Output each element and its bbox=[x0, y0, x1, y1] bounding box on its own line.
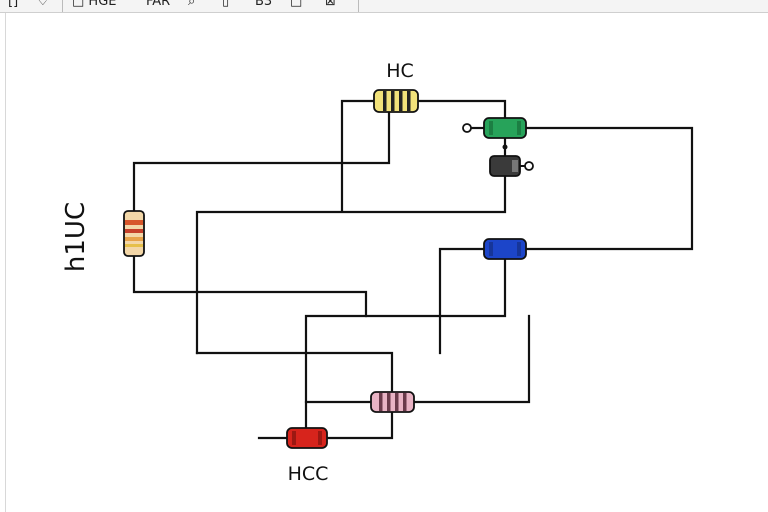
capacitor-green[interactable] bbox=[483, 117, 527, 139]
resistor-left[interactable] bbox=[123, 210, 145, 257]
toolbar-item-7[interactable]: B3 bbox=[255, 0, 273, 9]
wires bbox=[132, 99, 694, 440]
toolbar: [] ♡ □ HGE FAR ⌕ ▯ B3 □ ⊠ bbox=[0, 0, 768, 13]
canvas-border bbox=[5, 13, 6, 512]
resistor-top[interactable] bbox=[373, 89, 419, 113]
toolbar-item-9[interactable]: ⊠ bbox=[325, 0, 336, 9]
wire-blue-down bbox=[304, 258, 507, 430]
toolbar-item-6[interactable]: ▯ bbox=[222, 0, 230, 9]
junction-dot bbox=[502, 144, 508, 150]
toolbar-item-4[interactable]: FAR bbox=[146, 0, 171, 9]
label-top-resistor: HC bbox=[386, 60, 414, 82]
wire-lower-loop bbox=[195, 351, 394, 440]
toolbar-separator bbox=[62, 0, 63, 12]
wire-mid-horizontal bbox=[195, 174, 507, 355]
toolbar-item-3[interactable]: □ HGE bbox=[72, 0, 117, 9]
capacitor-black[interactable] bbox=[489, 155, 525, 177]
toolbar-item-8[interactable]: □ bbox=[290, 0, 303, 9]
toolbar-separator bbox=[358, 0, 359, 12]
wire-mid-resistor-right bbox=[412, 314, 531, 404]
label-bottom-resistor: HCC bbox=[288, 463, 329, 485]
wire-top-resistor-down bbox=[132, 110, 391, 213]
toolbar-item-2[interactable]: ♡ bbox=[37, 0, 49, 9]
toolbar-item-5[interactable]: ⌕ bbox=[188, 0, 196, 9]
wire-blue-left bbox=[438, 247, 486, 355]
wire-top-right bbox=[416, 99, 507, 122]
capacitor-red[interactable] bbox=[286, 427, 328, 449]
label-left-resistor: h1UC bbox=[61, 202, 91, 272]
capacitor-blue[interactable] bbox=[483, 238, 527, 260]
wire-top-loop bbox=[340, 99, 376, 213]
terminal-green[interactable] bbox=[462, 123, 472, 133]
wire-green-right bbox=[524, 126, 694, 251]
toolbar-item-1[interactable]: [] bbox=[8, 0, 19, 9]
terminal-black[interactable] bbox=[524, 161, 534, 171]
resistor-middle[interactable] bbox=[370, 391, 415, 413]
wire-left-bottom bbox=[132, 254, 368, 318]
